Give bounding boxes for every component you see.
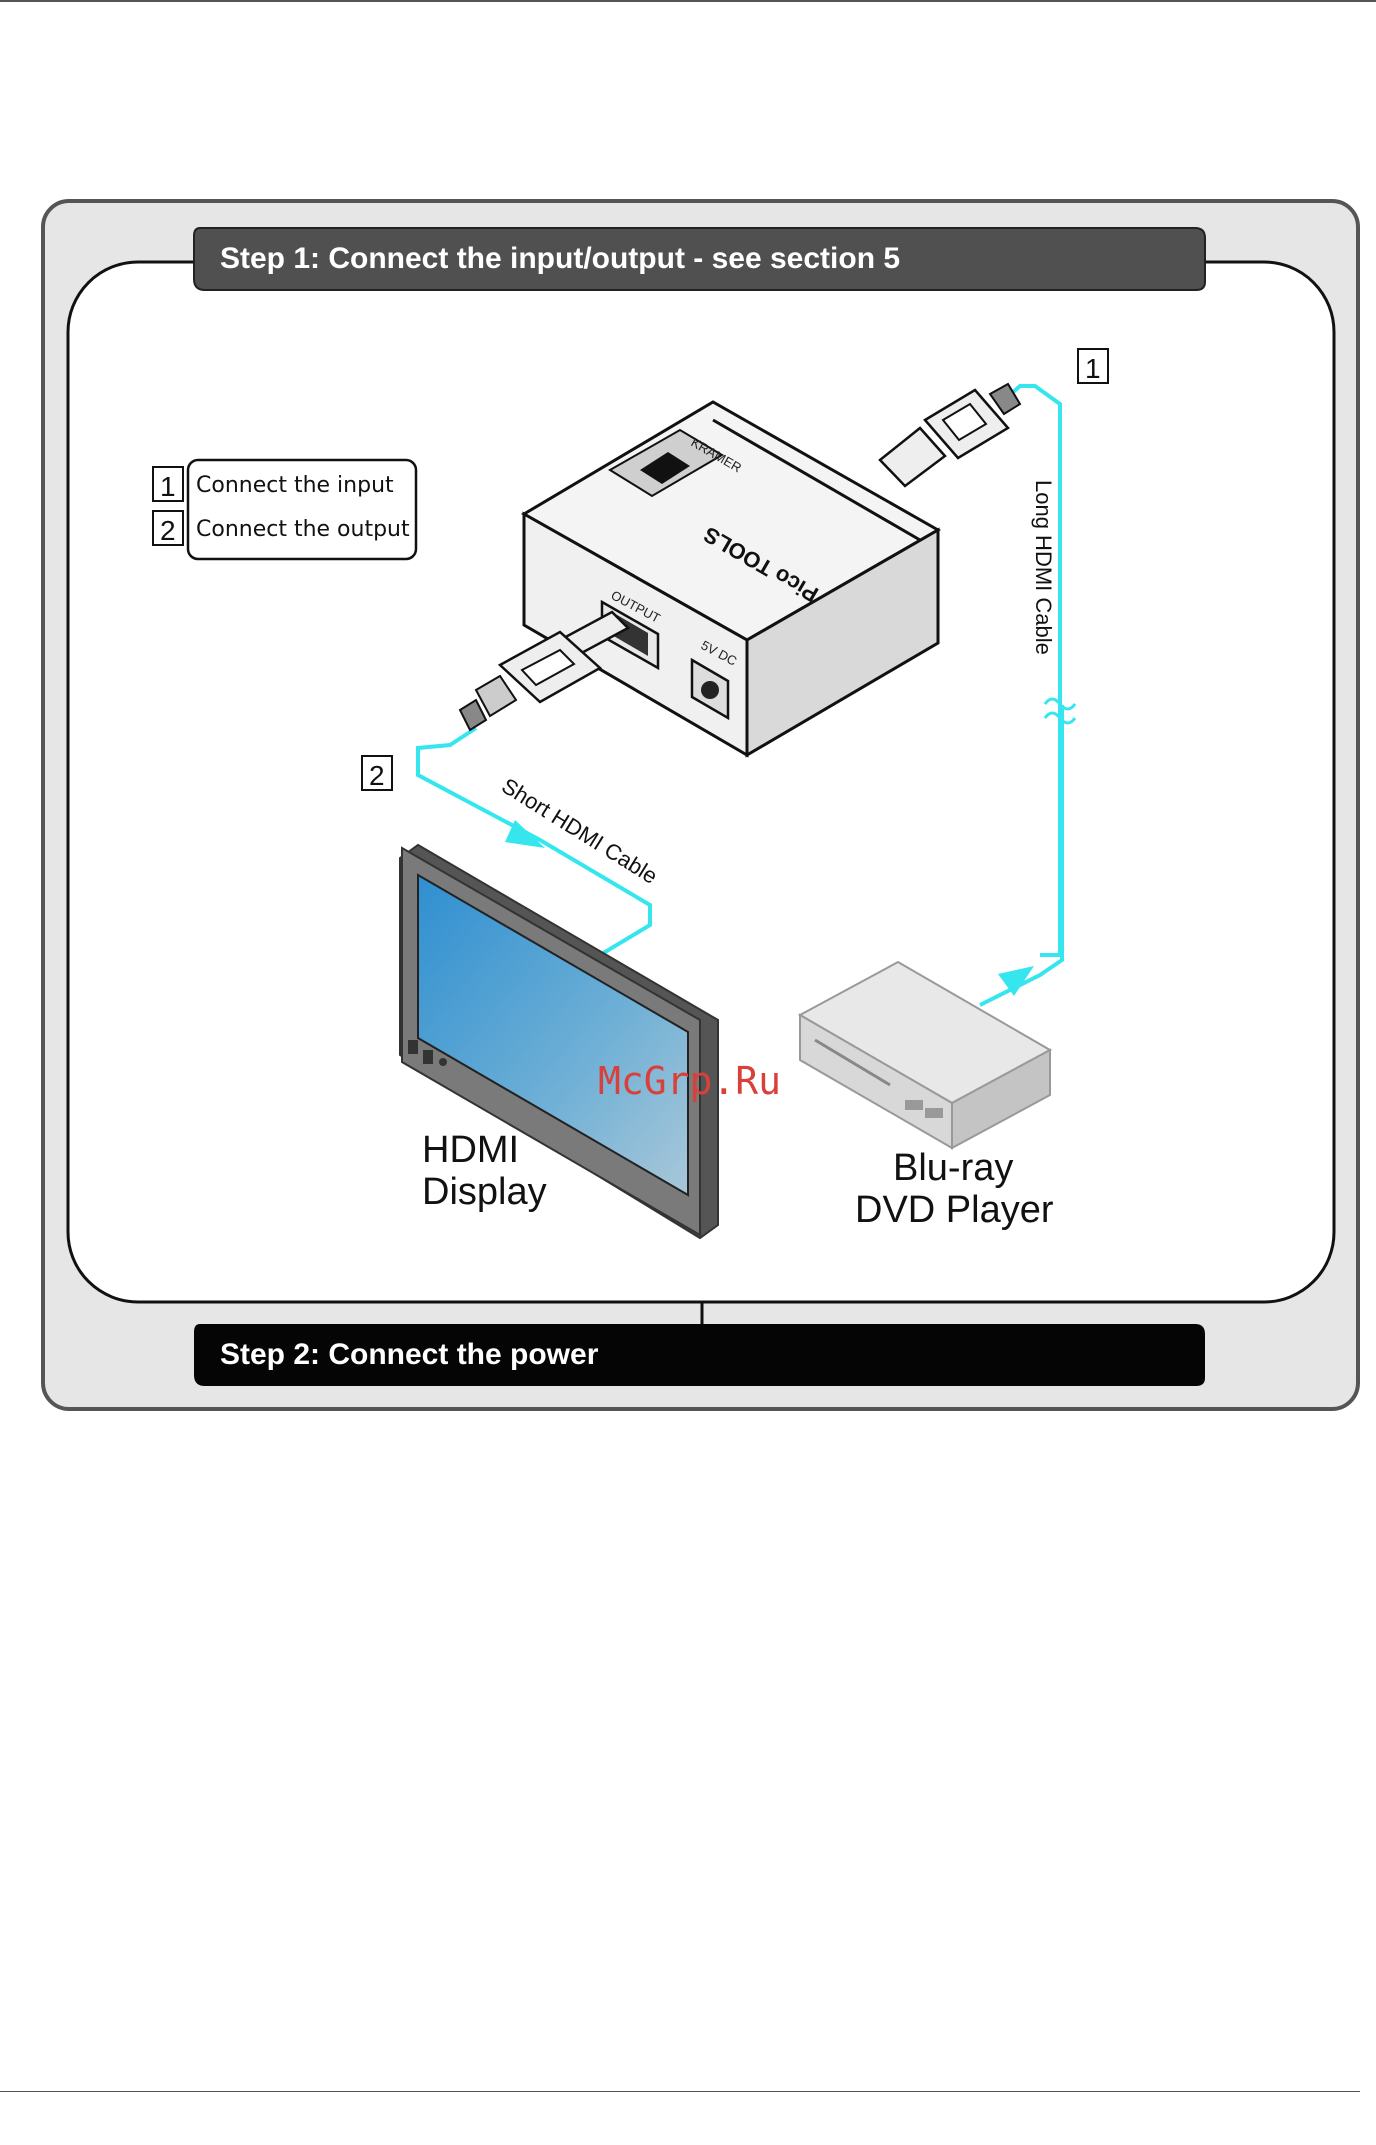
- callout-num-2: 2: [369, 760, 385, 791]
- callout-num-1: 1: [1085, 353, 1101, 384]
- legend-text-2: Connect the output: [196, 517, 410, 542]
- bottom-rule: [0, 2091, 1360, 2092]
- display-label-line2: Display: [422, 1171, 547, 1213]
- step2-label: Step 2: Connect the power: [220, 1338, 599, 1371]
- display-label-line1: HDMI: [422, 1129, 519, 1171]
- player-label-line1: Blu-ray: [893, 1147, 1013, 1189]
- legend-text-1: Connect the input: [196, 473, 394, 498]
- legend-num-1: 1: [160, 471, 176, 502]
- legend: 1 Connect the input 2 Connect the output: [153, 460, 416, 559]
- watermark: McGrp.Ru: [598, 1059, 781, 1103]
- player-label-line2: DVD Player: [855, 1189, 1054, 1231]
- long-cable-label: Long HDMI Cable: [1031, 480, 1056, 655]
- legend-num-2: 2: [160, 515, 176, 546]
- step1-label: Step 1: Connect the input/output - see s…: [220, 242, 900, 275]
